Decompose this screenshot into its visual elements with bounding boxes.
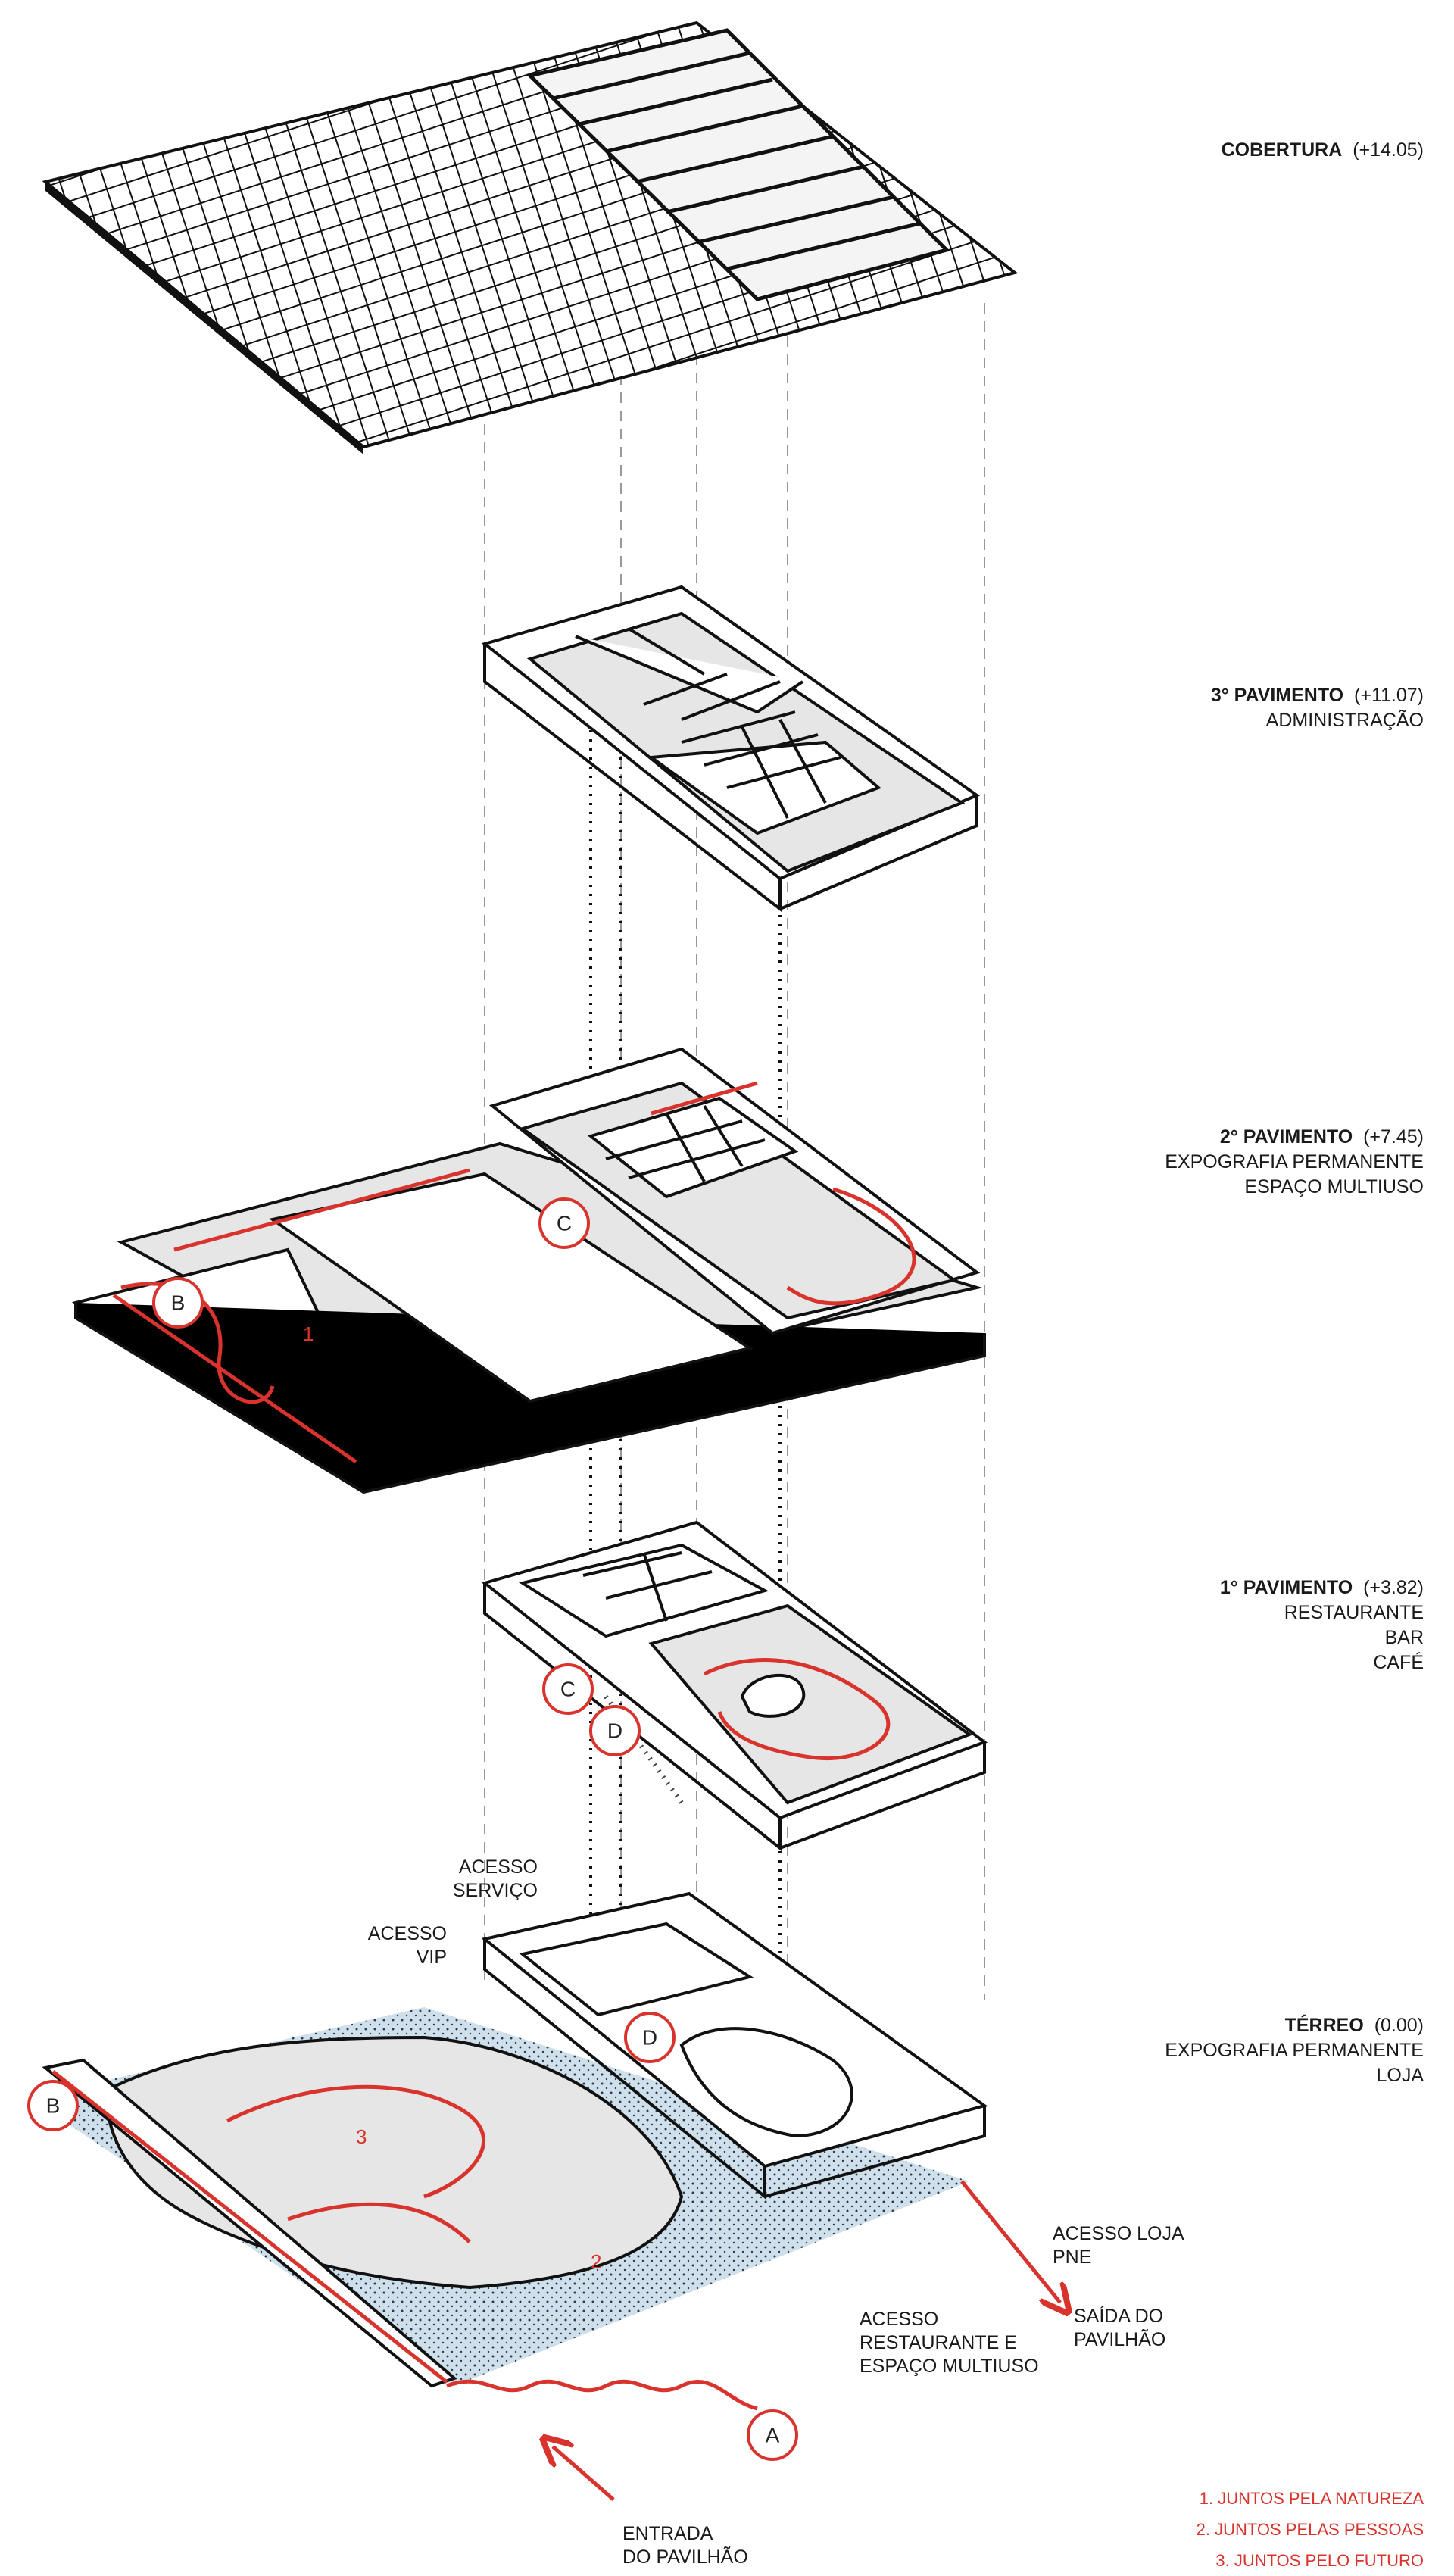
tag-c-label: C bbox=[560, 1678, 576, 1701]
route-legend: 1. JUNTOS PELA NATUREZA 2. JUNTOS PELAS … bbox=[1197, 2483, 1424, 2576]
level-label-3-pavimento: 3° PAVIMENTO (+11.07) ADMINISTRAÇÃO bbox=[1211, 683, 1424, 733]
legend-item-2: 2. JUNTOS PELAS PESSOAS bbox=[1196, 2520, 1424, 2539]
level-elevation: (+7.45) bbox=[1363, 1126, 1424, 1147]
level-name: TÉRREO bbox=[1284, 2015, 1364, 2036]
level-use: ESPAÇO MULTIUSO bbox=[1244, 1176, 1424, 1197]
tag-d-label: D bbox=[642, 2026, 657, 2050]
tag-d-ground: D bbox=[624, 2012, 676, 2063]
tag-a-label: A bbox=[766, 2424, 780, 2447]
first-floor-level bbox=[481, 1520, 988, 1852]
second-floor-level bbox=[71, 1047, 986, 1494]
tag-b-label: B bbox=[46, 2094, 61, 2118]
tag-c-2nd-floor: C bbox=[538, 1197, 590, 1249]
third-floor-level bbox=[481, 585, 981, 913]
tag-b-ground: B bbox=[27, 2080, 79, 2131]
level-elevation: (+3.82) bbox=[1363, 1577, 1424, 1598]
level-label-terreo: TÉRREO (0.00) EXPOGRAFIA PERMANENTE LOJA bbox=[1165, 2013, 1424, 2088]
level-use: RESTAURANTE bbox=[1284, 1602, 1424, 1623]
level-use: LOJA bbox=[1376, 2065, 1424, 2086]
tag-d-label: D bbox=[607, 1719, 622, 1743]
level-elevation: (0.00) bbox=[1374, 2015, 1424, 2036]
level-name: 1° PAVIMENTO bbox=[1219, 1577, 1353, 1598]
route-number-1: 1 bbox=[303, 1322, 314, 1345]
level-name: 2° PAVIMENTO bbox=[1219, 1126, 1353, 1147]
level-label-cobertura: COBERTURA (+14.05) bbox=[1222, 138, 1424, 163]
level-use: ADMINISTRAÇÃO bbox=[1265, 710, 1424, 731]
level-name: 3° PAVIMENTO bbox=[1210, 685, 1344, 706]
legend-item-3: 3. JUNTOS PELO FUTURO bbox=[1215, 2551, 1424, 2570]
route-numbers: 1 2 3 bbox=[303, 1322, 601, 2273]
level-use: BAR bbox=[1384, 1627, 1424, 1648]
level-use: CAFÉ bbox=[1373, 1652, 1424, 1673]
ground-level bbox=[30, 1891, 1060, 2501]
legend-item-1: 1. JUNTOS PELA NATUREZA bbox=[1199, 2489, 1424, 2508]
tag-c-1st-floor: C bbox=[542, 1663, 594, 1715]
tag-a-ground: A bbox=[747, 2409, 798, 2461]
tag-b-2nd-floor: B bbox=[152, 1277, 204, 1329]
tag-d-1st-floor: D bbox=[589, 1705, 641, 1756]
level-elevation: (+14.05) bbox=[1353, 139, 1424, 161]
tag-b-label: B bbox=[171, 1291, 186, 1315]
level-label-2-pavimento: 2° PAVIMENTO (+7.45) EXPOGRAFIA PERMANEN… bbox=[1165, 1125, 1424, 1200]
level-name: COBERTURA bbox=[1221, 139, 1343, 161]
roof-level bbox=[42, 20, 1019, 454]
route-number-2: 2 bbox=[591, 2250, 601, 2273]
level-use: EXPOGRAFIA PERMANENTE bbox=[1165, 2040, 1424, 2061]
level-elevation: (+11.07) bbox=[1354, 685, 1424, 706]
tag-c-label: C bbox=[557, 1212, 572, 1235]
level-label-1-pavimento: 1° PAVIMENTO (+3.82) RESTAURANTE BAR CAF… bbox=[1220, 1575, 1424, 1675]
level-use: EXPOGRAFIA PERMANENTE bbox=[1165, 1151, 1424, 1172]
route-number-3: 3 bbox=[356, 2125, 367, 2148]
